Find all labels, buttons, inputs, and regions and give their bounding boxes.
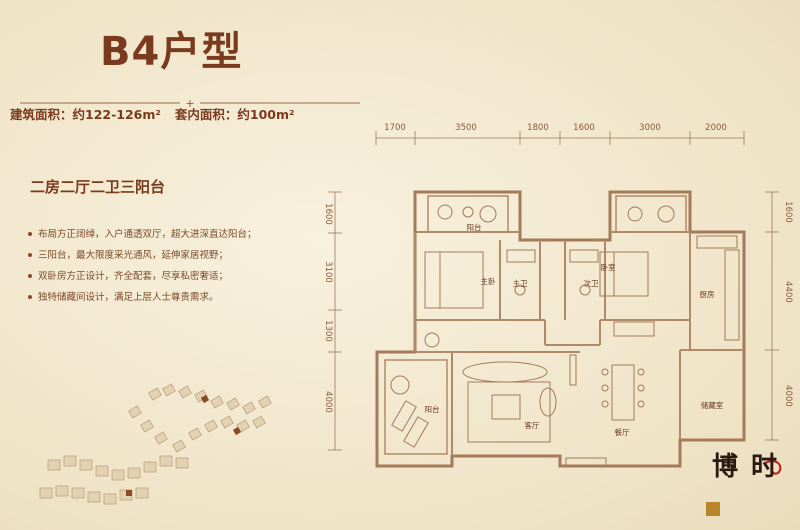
- top-dimension-chain: [375, 131, 745, 145]
- dim-top-2: 3500: [455, 123, 477, 133]
- exterior-walls: [375, 190, 746, 468]
- unit-type-title: B4户型: [100, 29, 243, 75]
- interior-walls: [414, 231, 744, 456]
- layout-summary: 二房二厅二卫三阳台: [30, 178, 166, 196]
- dim-right-1: 1600: [783, 201, 793, 223]
- dim-left-2: 3100: [323, 261, 333, 283]
- dim-left-1: 1600: [323, 203, 333, 225]
- balcony-outlines: [384, 195, 687, 455]
- dim-top-4: 1600: [573, 123, 595, 133]
- room-label-master-bath: 主卫: [513, 278, 528, 288]
- room-label-balcony: 阳台: [467, 222, 482, 232]
- room-label-balcony-2: 阳台: [425, 404, 440, 414]
- feature-item: 双卧房方正设计，齐全配套，尽享私密奢适；: [28, 266, 328, 287]
- svg-text:+: +: [185, 97, 194, 109]
- dim-top-6: 2000: [705, 123, 727, 133]
- room-label-bedroom: 卧室: [601, 262, 616, 272]
- room-label-dining: 餐厅: [615, 428, 630, 437]
- room-label-second-bath: 次卫: [584, 278, 599, 288]
- dim-left-3: 1300: [323, 320, 333, 342]
- right-dimension-chain: [765, 191, 779, 441]
- feature-item: 布局方正阔绰，入户通透双厅，超大进深直达阳台；: [28, 224, 328, 245]
- room-label-kitchen: 厨房: [700, 289, 715, 299]
- dim-top-1: 1700: [384, 123, 406, 133]
- feature-list: 布局方正阔绰，入户通透双厅，超大进深直达阳台； 三阳台，最大限度采光通风，延伸家…: [28, 224, 328, 308]
- room-label-master-bedroom: 主卧: [481, 276, 496, 286]
- dim-left-4: 4000: [323, 391, 333, 413]
- brand-logo-text: 博 时: [712, 452, 780, 482]
- feature-item: 独特储藏间设计，满足上层人士尊贵需求。: [28, 287, 328, 308]
- furniture: [390, 204, 740, 467]
- title-divider-ornament: +: [20, 97, 360, 109]
- dim-top-5: 3000: [639, 123, 661, 133]
- inner-area-label: 套内面积：约100: [174, 107, 276, 122]
- room-label-living: 客厅: [525, 420, 540, 430]
- room-label-storage: 储藏室: [701, 400, 724, 410]
- inner-area-unit: m²: [275, 107, 295, 122]
- building-area-unit: m²: [142, 107, 161, 122]
- dim-right-3: 4000: [783, 385, 793, 407]
- dim-top-3: 1800: [527, 123, 549, 133]
- brand-logo: [706, 460, 782, 516]
- site-plan-thumbnail: [39, 383, 272, 505]
- building-area-label: 建筑面积：约122-126: [10, 107, 143, 122]
- feature-item: 三阳台，最大限度采光通风，延伸家居视野；: [28, 245, 328, 266]
- dim-right-2: 4400: [783, 281, 793, 303]
- left-dimension-chain: [328, 191, 342, 451]
